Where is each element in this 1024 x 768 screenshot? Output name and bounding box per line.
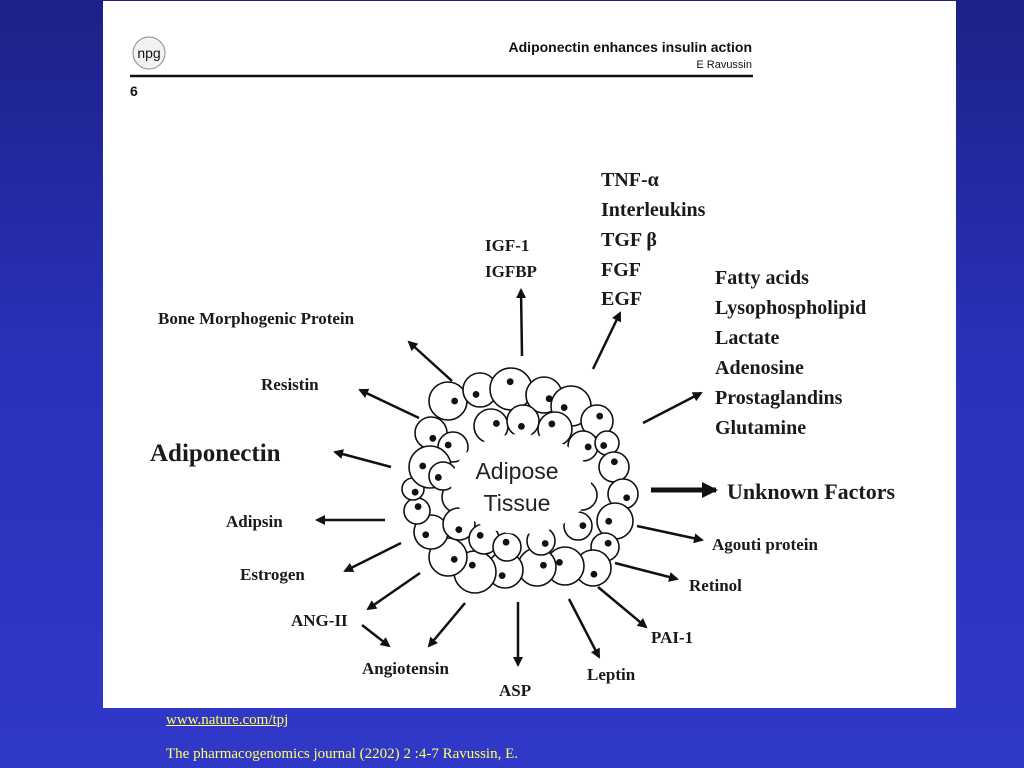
label-estrogen: Estrogen bbox=[240, 565, 305, 584]
label-igf1: IGF-1 bbox=[485, 236, 529, 255]
cell-nucleus bbox=[492, 420, 500, 427]
arrow-retinol bbox=[614, 561, 679, 582]
cell-nucleus bbox=[541, 540, 549, 547]
adipose-cell-cluster bbox=[401, 367, 639, 594]
nature-tpj-link[interactable]: www.nature.com/tpj bbox=[166, 712, 289, 728]
label-adiponectin: Adiponectin bbox=[150, 440, 281, 467]
label-bone-morphogenic-protein: Bone Morphogenic Protein bbox=[158, 309, 355, 328]
label-fgf: FGF bbox=[601, 259, 641, 281]
cell-nucleus bbox=[596, 412, 604, 420]
cell-nucleus bbox=[604, 539, 612, 547]
label-asp: ASP bbox=[499, 681, 531, 700]
cell-nucleus bbox=[419, 462, 427, 470]
label-lysophospholipid: Lysophospholipid bbox=[715, 297, 866, 319]
cell-nucleus bbox=[610, 458, 618, 466]
center-label-adipose: Adipose bbox=[475, 458, 558, 484]
cell-nucleus bbox=[472, 391, 480, 398]
cell-nucleus bbox=[411, 488, 419, 496]
adipose-diagram: npg Adiponectin enhances insulin action … bbox=[130, 36, 896, 700]
cell-nucleus bbox=[540, 561, 547, 569]
cell-nucleus bbox=[556, 558, 563, 566]
label-tnf-alpha: TNF-α bbox=[601, 169, 659, 191]
cell-nucleus bbox=[579, 522, 587, 529]
cell-nucleus bbox=[548, 420, 556, 428]
arrow-estrogen bbox=[343, 541, 402, 573]
cell-nucleus bbox=[434, 474, 442, 481]
label-resistin: Resistin bbox=[261, 375, 319, 394]
label-prostaglandins: Prostaglandins bbox=[715, 387, 843, 409]
label-tgf-beta: TGF β bbox=[601, 229, 657, 251]
label-fatty-acids: Fatty acids bbox=[715, 267, 809, 289]
label-pai1: PAI-1 bbox=[651, 628, 693, 647]
label-glutamine: Glutamine bbox=[715, 417, 806, 439]
cell-nucleus bbox=[560, 404, 568, 411]
npg-logo: npg bbox=[132, 36, 166, 70]
label-lactate: Lactate bbox=[715, 327, 780, 349]
arrow-adiponectin bbox=[333, 449, 392, 469]
label-leptin: Leptin bbox=[587, 665, 636, 684]
arrows bbox=[315, 288, 718, 667]
center-label-tissue: Tissue bbox=[484, 490, 551, 516]
arrow-ang-ii-to-angiotensin bbox=[361, 624, 391, 648]
label-adipsin: Adipsin bbox=[226, 512, 283, 531]
label-adenosine: Adenosine bbox=[715, 357, 804, 379]
adipocyte-cell bbox=[442, 507, 476, 541]
arrow-bone-morphogenic bbox=[407, 340, 453, 382]
adipocyte-cell bbox=[598, 451, 630, 483]
adipocyte-cell bbox=[489, 367, 533, 411]
arrow-leptin bbox=[567, 598, 601, 659]
cell-nucleus bbox=[468, 561, 476, 569]
arrow-angiotensin bbox=[427, 602, 466, 648]
arrow-resistin bbox=[358, 388, 420, 420]
cell-nucleus bbox=[422, 531, 430, 539]
arrow-fatty-acids bbox=[642, 391, 703, 425]
label-unknown-factors: Unknown Factors bbox=[727, 479, 896, 504]
citation-text: The pharmacogenomics journal (2202) 2 :4… bbox=[166, 746, 519, 762]
adipocyte-cell bbox=[403, 497, 431, 525]
cell-nucleus bbox=[600, 442, 608, 449]
arrow-pai1 bbox=[597, 586, 648, 629]
adipocyte-cell bbox=[506, 404, 540, 438]
adipocyte-cell bbox=[492, 532, 522, 562]
label-interleukins: Interleukins bbox=[601, 199, 706, 221]
cell-nucleus bbox=[545, 395, 553, 403]
cell-nucleus bbox=[590, 570, 598, 578]
cell-nucleus bbox=[429, 434, 437, 442]
cell-nucleus bbox=[444, 441, 452, 449]
adipocyte-cell bbox=[428, 381, 468, 421]
arrow-cytokines bbox=[591, 311, 622, 370]
cell-nucleus bbox=[414, 503, 422, 510]
center-label-backdrop bbox=[451, 434, 591, 534]
cell-nucleus bbox=[605, 517, 613, 525]
label-agouti-protein: Agouti protein bbox=[712, 535, 818, 554]
label-egf: EGF bbox=[601, 288, 642, 310]
arrow-ang-ii bbox=[366, 571, 421, 611]
label-ang-ii: ANG-II bbox=[291, 611, 348, 630]
cell-nucleus bbox=[584, 443, 592, 451]
page-number: 6 bbox=[130, 83, 138, 99]
slide-image: npg Adiponectin enhances insulin action … bbox=[103, 1, 956, 708]
header-title: Adiponectin enhances insulin action bbox=[509, 39, 752, 55]
cell-nucleus bbox=[498, 572, 506, 580]
cell-nucleus bbox=[506, 378, 514, 386]
label-igfbp: IGFBP bbox=[485, 262, 537, 281]
arrow-igf bbox=[516, 288, 527, 357]
cell-nucleus bbox=[518, 422, 525, 430]
npg-logo-text: npg bbox=[137, 45, 160, 61]
cell-nucleus bbox=[455, 526, 463, 533]
cell-nucleus bbox=[476, 531, 484, 539]
label-angiotensin: Angiotensin bbox=[362, 659, 449, 678]
cell-nucleus bbox=[451, 397, 459, 405]
cell-nucleus bbox=[450, 555, 458, 563]
cell-nucleus bbox=[502, 538, 510, 546]
cell-nucleus bbox=[623, 494, 631, 502]
arrow-agouti bbox=[636, 524, 704, 544]
label-retinol: Retinol bbox=[689, 576, 742, 595]
header-author: E Ravussin bbox=[696, 59, 752, 71]
